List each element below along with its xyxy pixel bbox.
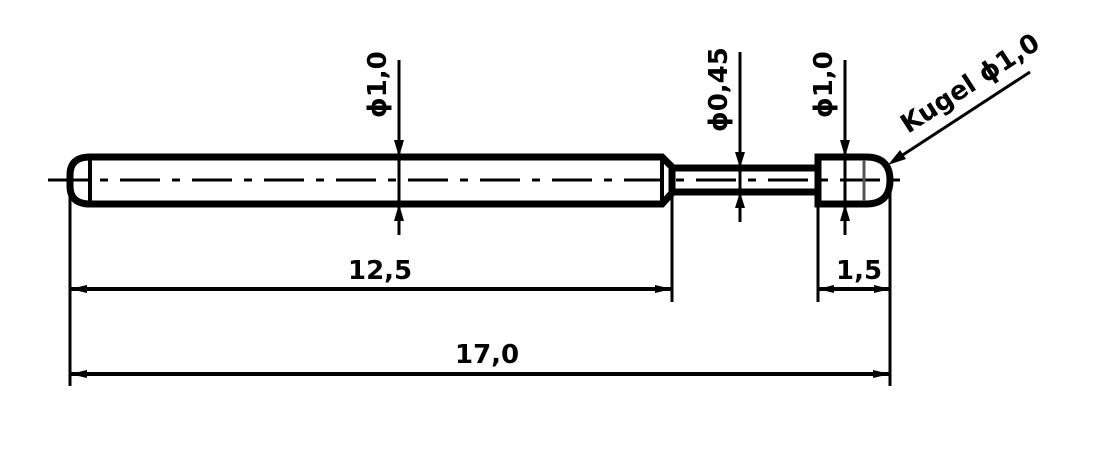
ball-note-label: Kugel ϕ1,0	[895, 28, 1045, 140]
dim-len-head-label: 1,5	[836, 256, 882, 286]
dim-dia-head-label: ϕ1,0	[809, 51, 839, 118]
dim-len-total: 17,0	[70, 340, 890, 378]
dim-dia-neck-label: ϕ0,45	[704, 47, 734, 132]
dim-len-total-label: 17,0	[455, 340, 519, 370]
dim-dia-neck: ϕ0,45	[704, 47, 745, 222]
pin-neck	[672, 164, 818, 196]
dim-len-body: 12,5	[70, 256, 672, 293]
dim-len-body-label: 12,5	[348, 256, 412, 286]
dim-len-head: 1,5	[818, 256, 890, 293]
ball-leader: Kugel ϕ1,0	[888, 28, 1045, 165]
extension-lines	[68, 186, 892, 386]
dim-dia-body-label: ϕ1,0	[363, 51, 393, 118]
pin-head	[814, 153, 894, 208]
dim-dia-head: ϕ1,0	[809, 51, 850, 235]
dim-dia-body: ϕ1,0	[363, 51, 404, 235]
